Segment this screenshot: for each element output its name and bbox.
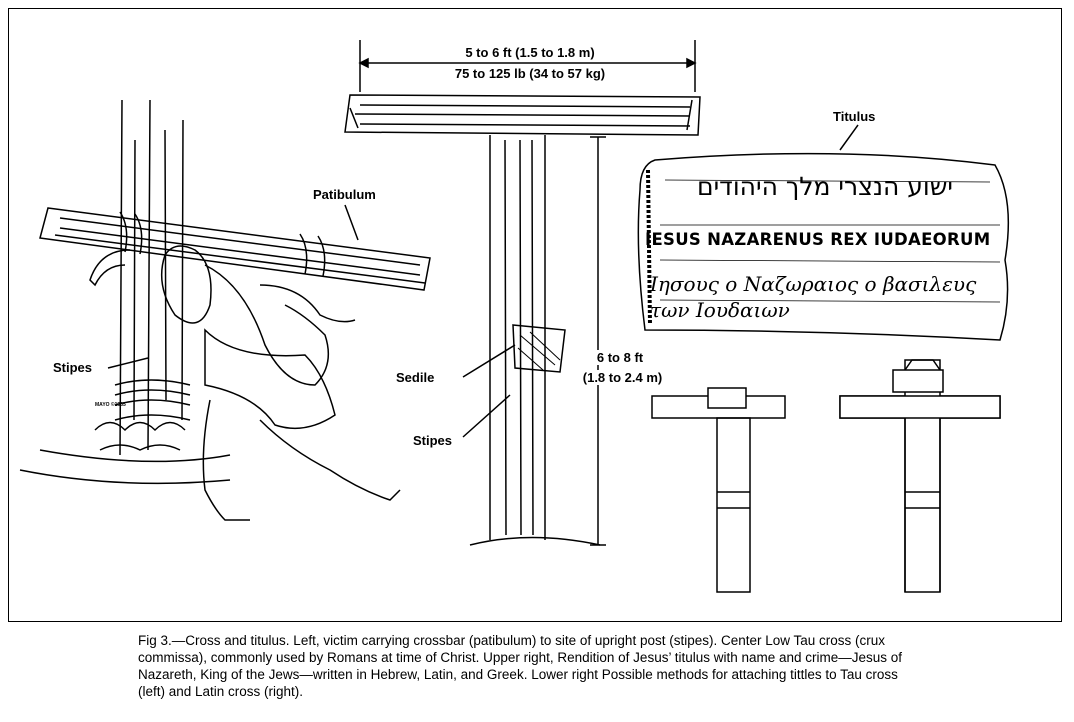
left-stipes-post (19, 99, 231, 485)
figure-caption: Fig 3.—Cross and titulus. Left, victim c… (138, 633, 903, 699)
titulus-greek-line1: Ιησους ο Ναζωραιος ο βασιλευς (650, 272, 977, 296)
leader-lines (107, 124, 859, 438)
upright-height-metric-label: (1.8 to 2.4 m) (575, 370, 670, 385)
titulus-board (637, 152, 1010, 341)
upright-height-label: 6 to 8 ft (575, 350, 665, 365)
sedile-label: Sedile (396, 370, 435, 385)
titulus-hebrew-text: ישוע הנצרי מלך היהודים (697, 172, 953, 201)
titulus-latin-text: IESUS NAZARENUS REX IUDAEORUM (645, 230, 991, 249)
stipes-left-label: Stipes (53, 360, 93, 375)
figure-frame (8, 8, 1062, 622)
victim-figure (89, 245, 401, 521)
crossbar-weight-label: 75 to 125 lb (34 to 57 kg) (454, 66, 606, 81)
titulus-label: Titulus (833, 109, 876, 124)
tau-cross-titulus-diagram (651, 387, 786, 593)
artist-signature: MAYO ©1985 (95, 402, 126, 408)
patibulum-crossbar (39, 207, 431, 291)
latin-cross-titulus-diagram (839, 359, 1001, 593)
tau-cross (344, 94, 701, 546)
crossbar-length-label: 5 to 6 ft (1.5 to 1.8 m) (465, 45, 595, 60)
titulus-greek-line2: των Ιουδαιων (650, 298, 790, 322)
stipes-center-label: Stipes (413, 433, 453, 448)
patibulum-label: Patibulum (313, 187, 376, 202)
